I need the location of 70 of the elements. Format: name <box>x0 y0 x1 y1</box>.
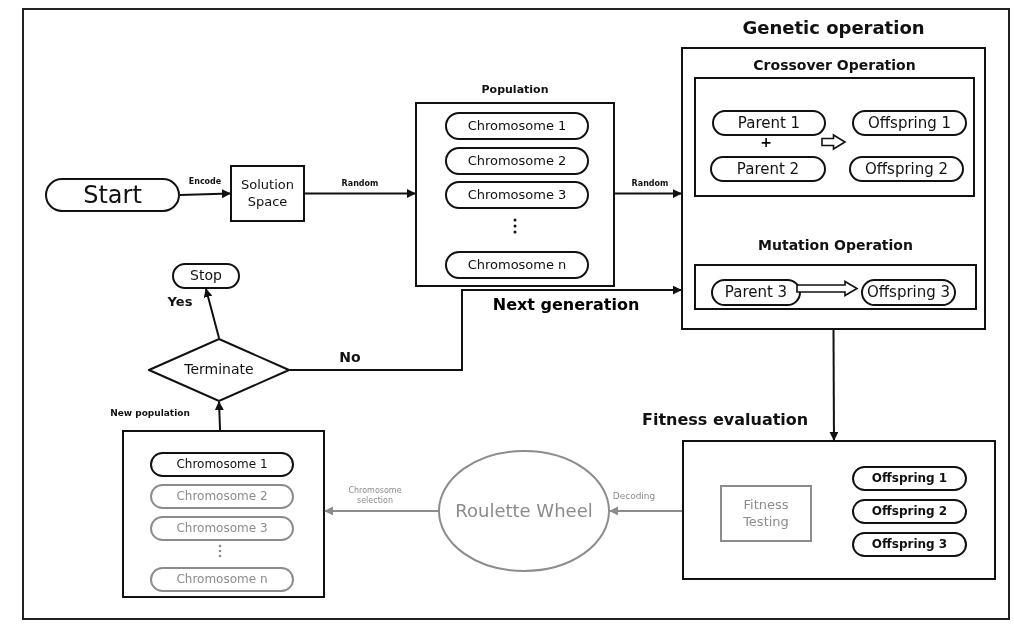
group-heading: Mutation Operation <box>757 238 914 252</box>
terminal-pill <box>711 279 801 306</box>
terminal-pill <box>172 263 240 289</box>
node-label: Stop <box>190 267 222 285</box>
terminal-pill <box>150 484 294 509</box>
node-label: Parent 3 <box>724 283 788 302</box>
node-label: Offspring 1 <box>871 471 948 486</box>
hollow-arrow <box>796 280 859 297</box>
group-heading: Fitness evaluation <box>642 412 809 428</box>
node-label: Offspring 2 <box>864 159 949 179</box>
edge-label: New population <box>109 408 191 420</box>
node-label: Chromosome n <box>176 572 268 587</box>
text-label: + <box>760 135 772 149</box>
edge-label: Random <box>340 179 380 189</box>
node-label: Fitness Testing <box>742 497 790 530</box>
node-label: Chromosome 2 <box>176 489 268 504</box>
group-heading: Population <box>480 84 550 95</box>
node-label: Chromosome 1 <box>176 457 268 472</box>
hollow-arrow <box>821 133 847 151</box>
terminal-pill <box>150 452 294 477</box>
terminal-pill <box>861 279 956 306</box>
edge-label: Encode <box>187 177 223 187</box>
decision-diamond <box>148 338 290 402</box>
terminal-pill <box>445 147 589 175</box>
arrow <box>304 189 416 199</box>
node-label: Chromosome n <box>467 256 567 274</box>
node-label: Parent 2 <box>736 159 800 179</box>
node-label: Solution Space <box>240 177 295 210</box>
arrow <box>203 288 220 339</box>
arrow <box>829 329 839 441</box>
terminal-pill <box>710 156 826 182</box>
terminal-pill <box>849 156 964 182</box>
arrow <box>324 506 439 516</box>
arrow <box>609 506 683 516</box>
terminal-pill <box>150 567 294 592</box>
terminal-pill <box>445 181 589 209</box>
group-heading: Crossover Operation <box>752 58 917 72</box>
node-label: Terminate <box>184 361 254 379</box>
node-label: Chromosome 2 <box>467 152 567 170</box>
text-label: Next generation <box>492 297 640 313</box>
node-label: Offspring 3 <box>866 283 951 302</box>
edge-label: Decoding <box>611 491 657 503</box>
node-label: Chromosome 3 <box>176 521 268 536</box>
arrow <box>179 189 231 199</box>
terminal-pill <box>852 110 967 136</box>
process-box <box>230 165 305 222</box>
edge-label: Random <box>630 179 670 189</box>
group-box <box>122 430 325 598</box>
terminal-pill <box>852 532 967 557</box>
node-label: Roulette Wheel <box>455 499 593 523</box>
node-label: Chromosome 3 <box>467 186 567 204</box>
node-label: Offspring 2 <box>871 504 948 519</box>
terminal-pill <box>45 178 180 212</box>
terminal-pill <box>445 251 589 279</box>
node-label: Offspring 1 <box>867 113 952 133</box>
arrow <box>289 285 682 371</box>
terminal-pill <box>150 516 294 541</box>
arrow <box>614 189 682 199</box>
node-label: Parent 1 <box>737 113 801 133</box>
arrow <box>214 401 224 431</box>
terminal-pill <box>852 499 967 524</box>
group-heading: Genetic operation <box>741 19 926 37</box>
terminal-pill <box>712 110 826 136</box>
terminal-pill <box>852 466 967 491</box>
terminal-pill <box>445 112 589 140</box>
process-box <box>720 485 812 542</box>
node-label: Offspring 3 <box>871 537 948 552</box>
node-label: Chromosome 1 <box>467 117 567 135</box>
node-label: Start <box>83 180 142 210</box>
roulette-circle <box>438 450 610 572</box>
